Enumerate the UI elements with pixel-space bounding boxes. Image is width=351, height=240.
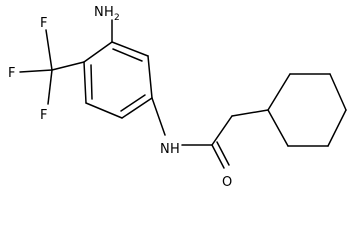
amide-h-label: H [170, 142, 180, 157]
cf-bond-2 [19, 69, 53, 73]
fluorine-label-top: F [40, 16, 47, 31]
amine-n-label: N [94, 5, 104, 20]
chemical-structure-diagram: N H 2 F F F N H O [8, 5, 347, 189]
cf-bond-3 [47, 69, 53, 105]
carbonyl-ch2-bond [211, 115, 233, 146]
amine-h-label: H [104, 5, 114, 20]
carbonyl-double-bond-2 [216, 141, 230, 166]
ch2-cyclohexyl-bond [231, 109, 269, 117]
fluorine-label-left: F [8, 66, 15, 81]
benzene-ring [83, 41, 153, 119]
carbonyl-double-bond-1 [211, 144, 225, 169]
amide-n-label: N [160, 142, 170, 157]
fluorine-label-bottom: F [40, 108, 47, 123]
amine-h-subscript: 2 [114, 13, 120, 23]
aryl-n-bond [151, 97, 166, 136]
cyclohexane-ring [267, 73, 347, 147]
cf3-bond [51, 61, 85, 71]
cf-bond-1 [45, 29, 53, 71]
carbonyl-o-label: O [222, 175, 232, 189]
